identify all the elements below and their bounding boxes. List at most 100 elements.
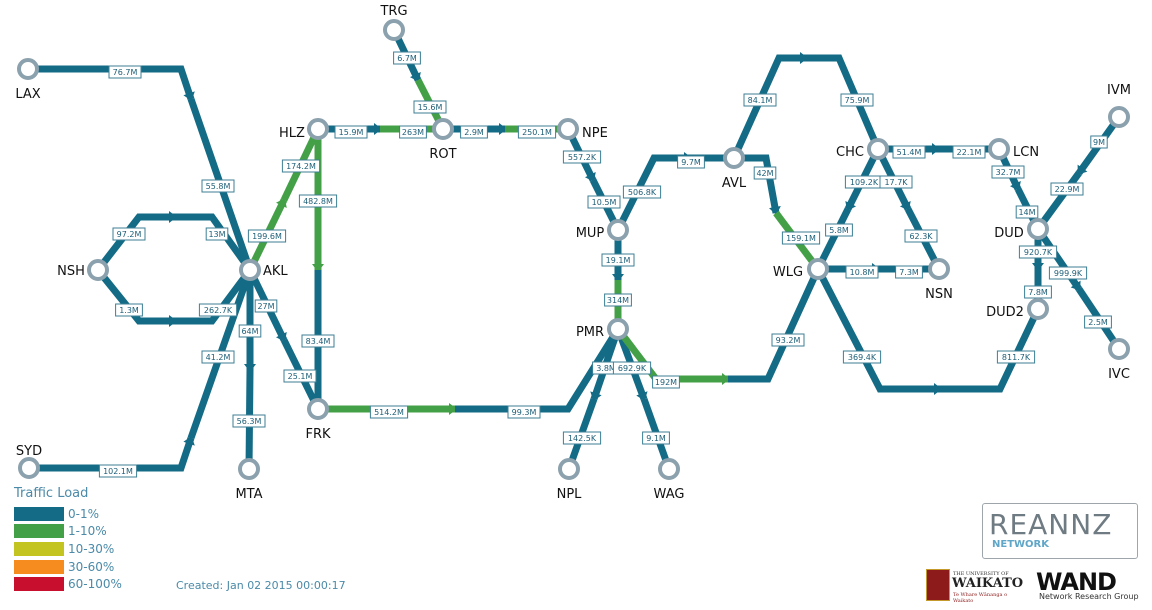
link-label-text: 7.8M xyxy=(1028,288,1048,297)
link-label-box xyxy=(825,223,853,237)
link-label-text: 142.5K xyxy=(568,434,597,443)
link xyxy=(244,270,256,372)
node-label: HLZ xyxy=(279,126,305,141)
node-label: LAX xyxy=(15,87,40,102)
node-lax[interactable]: LAX xyxy=(15,58,41,102)
link-label: 9M xyxy=(1090,135,1108,149)
node-marker[interactable] xyxy=(238,458,260,480)
link-label-box xyxy=(517,125,557,139)
node-marker[interactable] xyxy=(807,258,829,280)
node-frk[interactable]: FRK xyxy=(305,398,331,442)
node-marker[interactable] xyxy=(607,318,629,340)
reannz-logo: REANNZ NETWORK xyxy=(982,503,1138,559)
link-arrow-icon xyxy=(845,200,857,211)
link-arrow-icon xyxy=(800,52,808,64)
node-ivm[interactable]: IVM xyxy=(1107,83,1131,128)
legend-label: 0-1% xyxy=(68,506,100,521)
link-label-box xyxy=(1018,245,1058,259)
node-label: IVM xyxy=(1107,83,1131,98)
node-lcn[interactable]: LCN xyxy=(988,138,1039,160)
link-label-text: 9.7M xyxy=(681,158,701,167)
node-label: NSH xyxy=(57,264,85,279)
node-syd[interactable]: SYD xyxy=(16,444,42,479)
node-mup[interactable]: MUP xyxy=(576,219,629,241)
node-pmr[interactable]: PMR xyxy=(576,318,629,340)
link-label-text: 19.1M xyxy=(606,256,631,265)
legend-label: 30-60% xyxy=(68,559,115,574)
node-akl[interactable]: AKL xyxy=(239,259,288,281)
node-marker[interactable] xyxy=(867,138,889,160)
node-nsn[interactable]: NSN xyxy=(925,258,953,302)
link-label-box xyxy=(652,375,680,389)
node-label: MTA xyxy=(235,487,262,502)
node-marker[interactable] xyxy=(1027,218,1049,240)
node-label: PMR xyxy=(576,325,604,340)
link-line xyxy=(175,267,253,325)
link-label-text: 55.8M xyxy=(206,182,231,191)
node-marker[interactable] xyxy=(658,458,680,480)
created-timestamp: Created: Jan 02 2015 00:00:17 xyxy=(176,579,346,592)
link-label: 109.2K xyxy=(844,175,884,189)
link-label: 84.1M xyxy=(743,93,777,107)
link-line xyxy=(814,207,852,271)
link-label-text: 506.8K xyxy=(628,188,657,197)
node-rot[interactable]: ROT xyxy=(429,118,457,162)
link-label: 99.3M xyxy=(507,405,541,419)
link-label-box xyxy=(1084,315,1112,329)
node-avl[interactable]: AVL xyxy=(722,147,747,191)
node-marker[interactable] xyxy=(307,118,329,140)
link-label-text: 199.6M xyxy=(252,232,282,241)
link-label-box xyxy=(460,125,488,139)
node-nsh[interactable]: NSH xyxy=(57,259,109,281)
node-dud[interactable]: DUD xyxy=(994,218,1049,241)
node-marker[interactable] xyxy=(383,19,405,41)
link-arrow-icon xyxy=(244,364,256,372)
node-wlg[interactable]: WLG xyxy=(773,258,829,280)
link-label: 514.2M xyxy=(369,405,409,419)
node-marker[interactable] xyxy=(18,457,40,479)
link-label-text: 84.1M xyxy=(748,96,773,105)
link-arrow-icon xyxy=(612,274,624,282)
node-trg[interactable]: TRG xyxy=(379,4,408,41)
link-label-box xyxy=(840,93,874,107)
link-label-text: 22.9M xyxy=(1055,185,1080,194)
link-arrow-icon xyxy=(722,373,730,385)
link-label: 159.1M xyxy=(781,231,821,245)
node-marker[interactable] xyxy=(928,258,950,280)
node-wag[interactable]: WAG xyxy=(654,458,685,502)
link-label-text: 369.4K xyxy=(848,353,877,362)
node-chc[interactable]: CHC xyxy=(836,138,889,160)
node-hlz[interactable]: HLZ xyxy=(279,118,329,141)
link-label: 22.1M xyxy=(952,145,986,159)
node-marker[interactable] xyxy=(558,458,580,480)
node-npe[interactable]: NPE xyxy=(557,118,608,141)
legend-title: Traffic Load xyxy=(14,486,89,501)
node-marker[interactable] xyxy=(988,138,1010,160)
reannz-logo-text: REANNZ xyxy=(989,508,1113,541)
link-label-box xyxy=(642,431,670,445)
node-marker[interactable] xyxy=(1027,298,1049,320)
link-label-text: 75.9M xyxy=(845,96,870,105)
node-mta[interactable]: MTA xyxy=(235,458,263,502)
node-label: ROT xyxy=(429,147,456,162)
node-npl[interactable]: NPL xyxy=(557,458,583,502)
node-marker[interactable] xyxy=(307,398,329,420)
node-marker[interactable] xyxy=(557,118,579,140)
node-marker[interactable] xyxy=(1108,338,1130,360)
node-marker[interactable] xyxy=(1108,106,1130,128)
link-label-box xyxy=(281,159,321,173)
node-marker[interactable] xyxy=(723,147,745,169)
node-marker[interactable] xyxy=(87,259,109,281)
link-label: 15.9M xyxy=(334,125,368,139)
link-label-box xyxy=(845,265,879,279)
node-marker[interactable] xyxy=(432,118,454,140)
link-arrow-icon xyxy=(409,71,421,82)
node-dud2[interactable]: DUD2 xyxy=(986,298,1049,320)
node-label: WLG xyxy=(773,265,803,280)
link-label-text: 2.9M xyxy=(464,128,484,137)
node-marker[interactable] xyxy=(607,219,629,241)
link-label: 56.3M xyxy=(232,414,266,428)
node-marker[interactable] xyxy=(239,259,261,281)
node-ivc[interactable]: IVC xyxy=(1108,338,1130,382)
node-marker[interactable] xyxy=(17,58,39,80)
